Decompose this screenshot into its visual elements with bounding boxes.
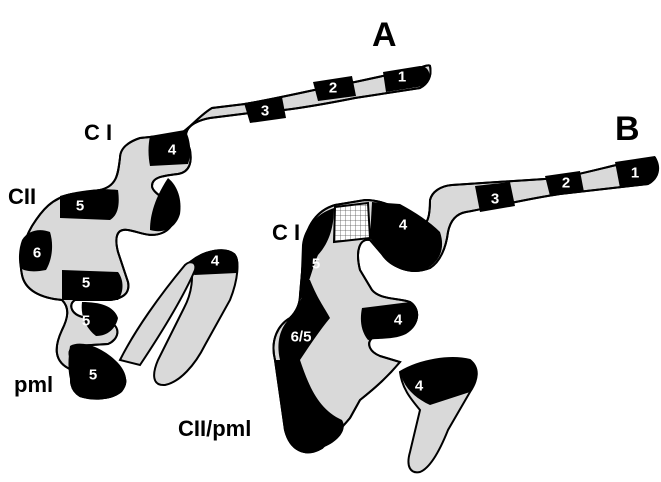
panel-a-label-c2: CII <box>8 184 36 209</box>
panel-a-seg-4b: 4 <box>184 189 193 206</box>
panel-a-seg-4c: 4 <box>211 253 220 270</box>
panel-a-band-4-lower <box>150 178 181 231</box>
panel-b-seg-5: 5 <box>312 256 320 273</box>
panel-a-letter: A <box>372 16 397 54</box>
panel-a-seg-2: 2 <box>329 80 337 97</box>
panel-a-seg-1: 1 <box>398 69 406 86</box>
panel-a-seg-5b: 5 <box>82 275 90 292</box>
panel-a-label-pml: pml <box>14 372 53 397</box>
panel-a-seg-5a: 5 <box>76 198 84 215</box>
panel-a-seg-6: 6 <box>33 245 41 262</box>
panel-b-seg-2: 2 <box>562 175 570 192</box>
panel-a-band-5-bottom <box>68 344 126 400</box>
panel-a-seg-3: 3 <box>261 103 269 120</box>
panel-b-letter: B <box>615 110 640 148</box>
panel-a-seg-4a: 4 <box>168 142 177 159</box>
panel-b-chromosome-outline <box>273 158 657 452</box>
panel-b-seg-4a: 4 <box>399 217 408 234</box>
panel-a-label-c1: C I <box>84 120 112 145</box>
panel-b-label-c1: C I <box>272 220 300 245</box>
panel-b-seg-1: 1 <box>631 165 639 182</box>
panel-b-seg-3: 3 <box>491 191 499 208</box>
panel-a-band-1 <box>383 66 429 92</box>
panel-b-seg-4c: 4 <box>415 378 424 395</box>
panel-a-seg-5d: 5 <box>89 367 97 384</box>
panel-b-seg-6-5: 6/5 <box>291 329 312 346</box>
panel-b: 1 2 3 4 5 4 6/5 4 B C I CII/pml <box>178 110 659 472</box>
panel-a-seg-5c: 5 <box>82 313 90 330</box>
panel-a-band-5-mid <box>62 270 123 300</box>
panel-b-grid-block <box>334 203 370 242</box>
panel-b-seg-4b: 4 <box>394 312 403 329</box>
panel-b-label-c2-pml: CII/pml <box>178 416 251 441</box>
